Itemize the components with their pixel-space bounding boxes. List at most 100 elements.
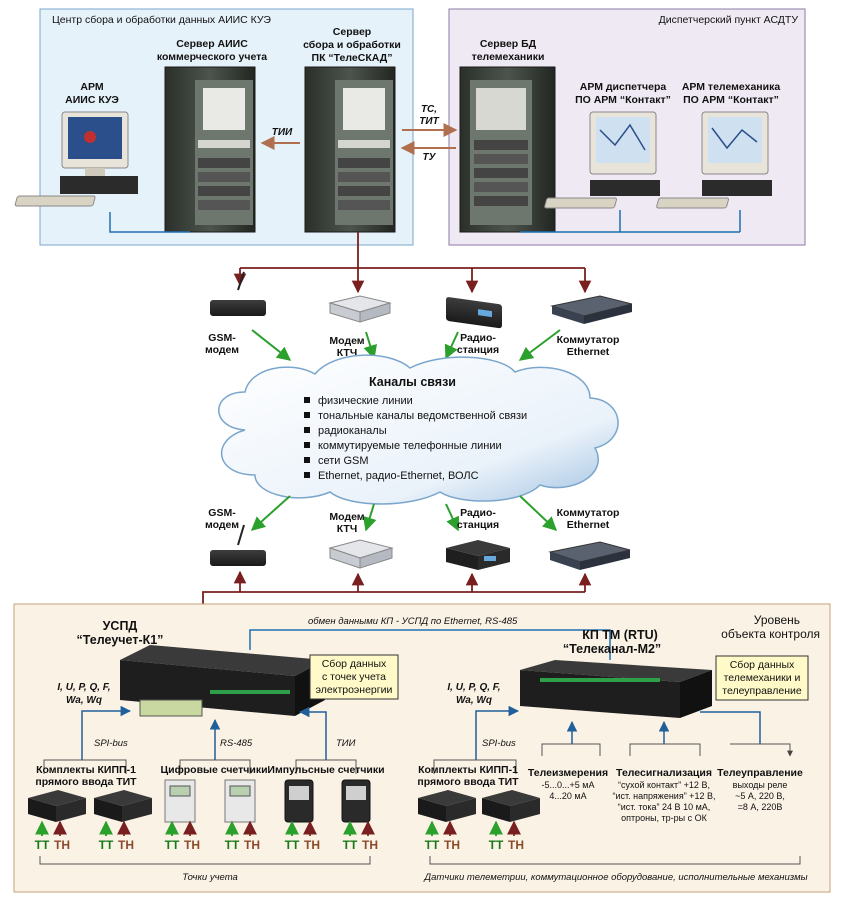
uspd-callout-2: с точек учета [322,671,386,683]
radio-bottom-label-2: станция [457,519,499,531]
uspd-rs485-label: RS-485 [220,738,253,749]
th-label-7: TH [444,838,460,852]
server-aiis-rack-icon [164,66,256,233]
kipp-module-1-icon [28,790,86,822]
th-label-4: TH [244,838,260,852]
tii-label: ТИИ [272,127,293,138]
uspd-callout-3: электроэнергии [316,684,393,696]
kp-spi-label: SPI-bus [482,738,516,749]
cloud-to-modem-bottom-arrow [363,503,377,532]
kp-tele-ctrl-2: выходы реле [733,780,788,790]
uspd-tii-line [298,706,327,760]
object-level-label-1: Уровень [754,613,800,627]
arm-aiis-label-1: АРМ [80,81,103,93]
tt-th-markers-kp [425,820,521,836]
kp-tele-sig-5: оптроны, тр-ры с ОК [621,813,708,823]
tu-label: ТУ [423,152,437,163]
channel-item-6: Ethernet, радио-Ethernet, ВОЛС [318,470,479,482]
modem-top-to-cloud-arrow [363,331,377,360]
radio-station-bottom-icon [446,540,510,570]
uspd-spi-label: SPI-bus [94,738,128,749]
kp-callout-2: телемеханики и [724,672,801,684]
uspd-digital-bracket [179,759,251,774]
arm-dispatcher-label-2: ПО АРМ “Контакт” [575,94,671,106]
uspd-params-1: I, U, P, Q, F, [57,682,110,693]
points-bracket [39,856,371,865]
tt-label-1: TT [35,838,50,852]
kp-tele-meas-bracket [541,743,601,756]
gsm-top-to-cloud-arrow [251,329,292,361]
exchange-label: обмен данными КП - УСПД по Ethernet, RS-… [308,616,518,627]
gsm-top-label-2: модем [205,344,239,356]
tit-label: ТИТ [419,116,439,127]
server-teleskad-label-1: Сервер [333,26,371,38]
object-level-label-2: объекта контроля [721,627,820,641]
th-label-8: TH [508,838,524,852]
tt-label-4: TT [225,838,240,852]
kp-tele-sig-4: “ист. тока” 24 В 10 мА, [618,802,711,812]
gsm-bottom-label-1: GSM- [208,507,236,519]
ts-label: ТС, [421,104,437,115]
channel-item-3: радиоканалы [318,425,387,437]
server-teleskad-label-2: сбора и обработки [303,39,401,51]
uspd-params-2: Wa, Wq [66,695,102,706]
switch-bottom-label-1: Коммутатор [557,507,620,519]
kp-tele-ctrl-1: Телеуправление [717,767,803,779]
kp-kipp-module-1-icon [418,790,476,822]
sensors-label: Датчики телеметрии, коммутационное обору… [423,872,807,883]
kp-tele-sig-2: “сухой контакт” +12 В, [618,780,710,790]
gsm-modem-top-icon [210,271,266,316]
tt-label-6: TT [343,838,358,852]
uspd-callout-1: Сбор данных [322,658,387,670]
kp-callout-1: Сбор данных [730,659,795,671]
kp-callout-box [715,655,809,701]
modem-ktch-top-icon [328,295,392,323]
kp-params-1: I, U, P, Q, F, [447,682,500,693]
communication-channels-cloud [218,354,619,505]
uspd-kipp-label-2: прямого ввода ТИТ [35,776,137,788]
kp-kipp-bracket [433,759,517,774]
radio-top-label-1: Радио- [460,332,496,344]
channels-list: физические линии тональные каналы ведомс… [304,395,527,482]
radio-top-to-cloud-arrow [444,331,459,360]
channel-item-5: сети GSM [318,455,369,467]
kp-kipp-module-2-icon [482,790,540,822]
switch-bottom-label-2: Ethernet [567,519,610,531]
uspd-spi-line [81,705,132,760]
kp-tele-meas-2: -5...0...+5 мА [542,780,595,790]
modem-bottom-label-1: Модем [329,511,364,523]
switch-top-label-1: Коммутатор [557,334,620,346]
arm-dispatcher-label-1: АРМ диспетчера [580,81,667,93]
center-lan-line [109,212,190,233]
tt-label-3: TT [165,838,180,852]
modem-ktch-bottom-icon [328,539,394,569]
dispatch-lan-line [520,210,741,233]
th-label-2: TH [118,838,134,852]
kp-callout-3: телеуправление [722,685,802,697]
ethernet-switch-bottom-icon [548,541,631,570]
workstation-dispatcher-icon [544,111,660,209]
digital-meter-2-icon [224,779,256,823]
server-aiis-label-2: коммерческого учета [157,51,267,63]
tt-label-5: TT [285,838,300,852]
th-label-3: TH [184,838,200,852]
kp-tele-ctrl-3: ~5 А, 220 В, [735,791,785,801]
workstation-telemech-icon [656,111,772,209]
kp-kipp-label-1: Комплекты КИПП-1 [418,764,518,776]
kp-params-2: Wa, Wq [456,695,492,706]
exchange-line [249,629,611,660]
kp-tele-ctrl-bracket [730,743,793,757]
kp-spi-line [475,705,520,760]
ethernet-switch-top-icon [550,295,633,324]
tt-label-2: TT [99,838,114,852]
gsm-modem-bottom-icon [210,524,266,566]
kp-tele-meas-1: Телеизмерения [528,767,608,779]
uspd-title-1: УСПД [103,619,138,633]
arm-telemech-label-1: АРМ телемеханика [682,81,781,93]
uspd-impulse-bracket [295,759,357,774]
switch-top-label-2: Ethernet [567,346,610,358]
radio-station-top-icon [446,297,502,329]
impulse-meter-1-icon [284,779,314,823]
server-teleskad-label-3: ПК “ТелеСКАД” [312,52,393,64]
